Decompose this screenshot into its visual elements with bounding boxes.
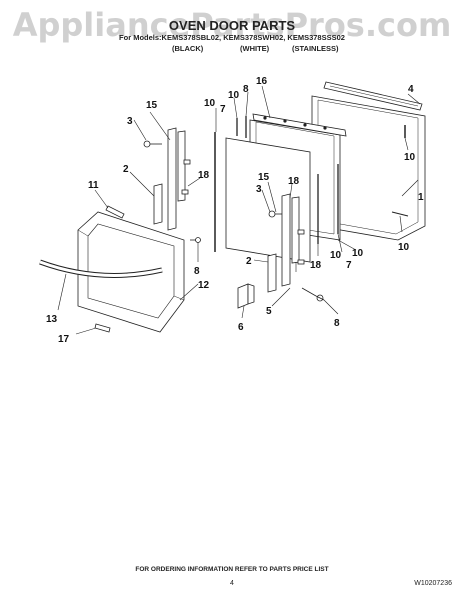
callout-2-left: 2 bbox=[123, 164, 129, 175]
callout-10-f: 10 bbox=[330, 250, 342, 261]
callout-8-right: 8 bbox=[334, 318, 340, 329]
callout-3-left: 3 bbox=[127, 116, 133, 127]
callout-18-right-top: 18 bbox=[288, 176, 300, 187]
left-hinge-assembly bbox=[143, 127, 191, 231]
callout-6: 6 bbox=[238, 322, 244, 333]
page-title: OVEN DOOR PARTS bbox=[168, 18, 296, 33]
watermark: AppliancePartsPros.com bbox=[12, 6, 452, 44]
callout-1: 1 bbox=[418, 192, 424, 203]
right-side-strips bbox=[391, 125, 409, 217]
door-handle bbox=[39, 259, 163, 278]
callout-12: 12 bbox=[198, 280, 210, 291]
callout-numbers: 15 3 2 18 11 16 10 10 7 8 4 10 1 10 15 3… bbox=[46, 76, 424, 345]
screw-left bbox=[190, 237, 201, 243]
variant-black: (BLACK) bbox=[172, 44, 204, 53]
callout-18-right-bottom: 18 bbox=[310, 260, 322, 271]
callout-10-c: 10 bbox=[404, 152, 416, 163]
callout-15-left: 15 bbox=[146, 100, 158, 111]
callout-8-top: 8 bbox=[243, 84, 249, 95]
right-hinge-assembly bbox=[267, 193, 305, 293]
callout-11: 11 bbox=[88, 180, 99, 191]
callout-2-right: 2 bbox=[246, 256, 252, 267]
callout-10-e: 10 bbox=[352, 248, 364, 259]
callout-15-right: 15 bbox=[258, 172, 270, 183]
screw-right bbox=[301, 287, 325, 302]
callout-10-d: 10 bbox=[398, 242, 410, 253]
leader-lines bbox=[57, 85, 421, 335]
model-list: For Models:KEMS378SBL02, KEMS378SWH02, K… bbox=[119, 33, 345, 42]
latch-bracket bbox=[237, 283, 255, 309]
ordering-note: FOR ORDERING INFORMATION REFER TO PARTS … bbox=[135, 566, 329, 573]
variant-stainless: (STAINLESS) bbox=[292, 44, 339, 53]
top-trim bbox=[323, 81, 423, 111]
outer-door-panel bbox=[77, 211, 185, 333]
document-id: W10207236 bbox=[414, 580, 452, 587]
variant-white: (WHITE) bbox=[240, 44, 270, 53]
callout-16: 16 bbox=[256, 76, 268, 87]
callout-18-left: 18 bbox=[198, 170, 210, 181]
callout-5: 5 bbox=[266, 306, 272, 317]
callout-7-top: 7 bbox=[220, 104, 226, 115]
edge-strips bbox=[214, 116, 339, 252]
model-badge bbox=[94, 323, 111, 333]
callout-7-right: 7 bbox=[346, 260, 352, 271]
callout-4: 4 bbox=[408, 84, 414, 95]
callout-8-left: 8 bbox=[194, 266, 200, 277]
page-number: 4 bbox=[230, 580, 234, 587]
callout-10-b: 10 bbox=[228, 90, 240, 101]
callout-17: 17 bbox=[58, 334, 70, 345]
handle-spacer bbox=[105, 205, 125, 219]
callout-13: 13 bbox=[46, 314, 58, 325]
callout-3-right: 3 bbox=[256, 184, 262, 195]
callout-10-a: 10 bbox=[204, 98, 216, 109]
